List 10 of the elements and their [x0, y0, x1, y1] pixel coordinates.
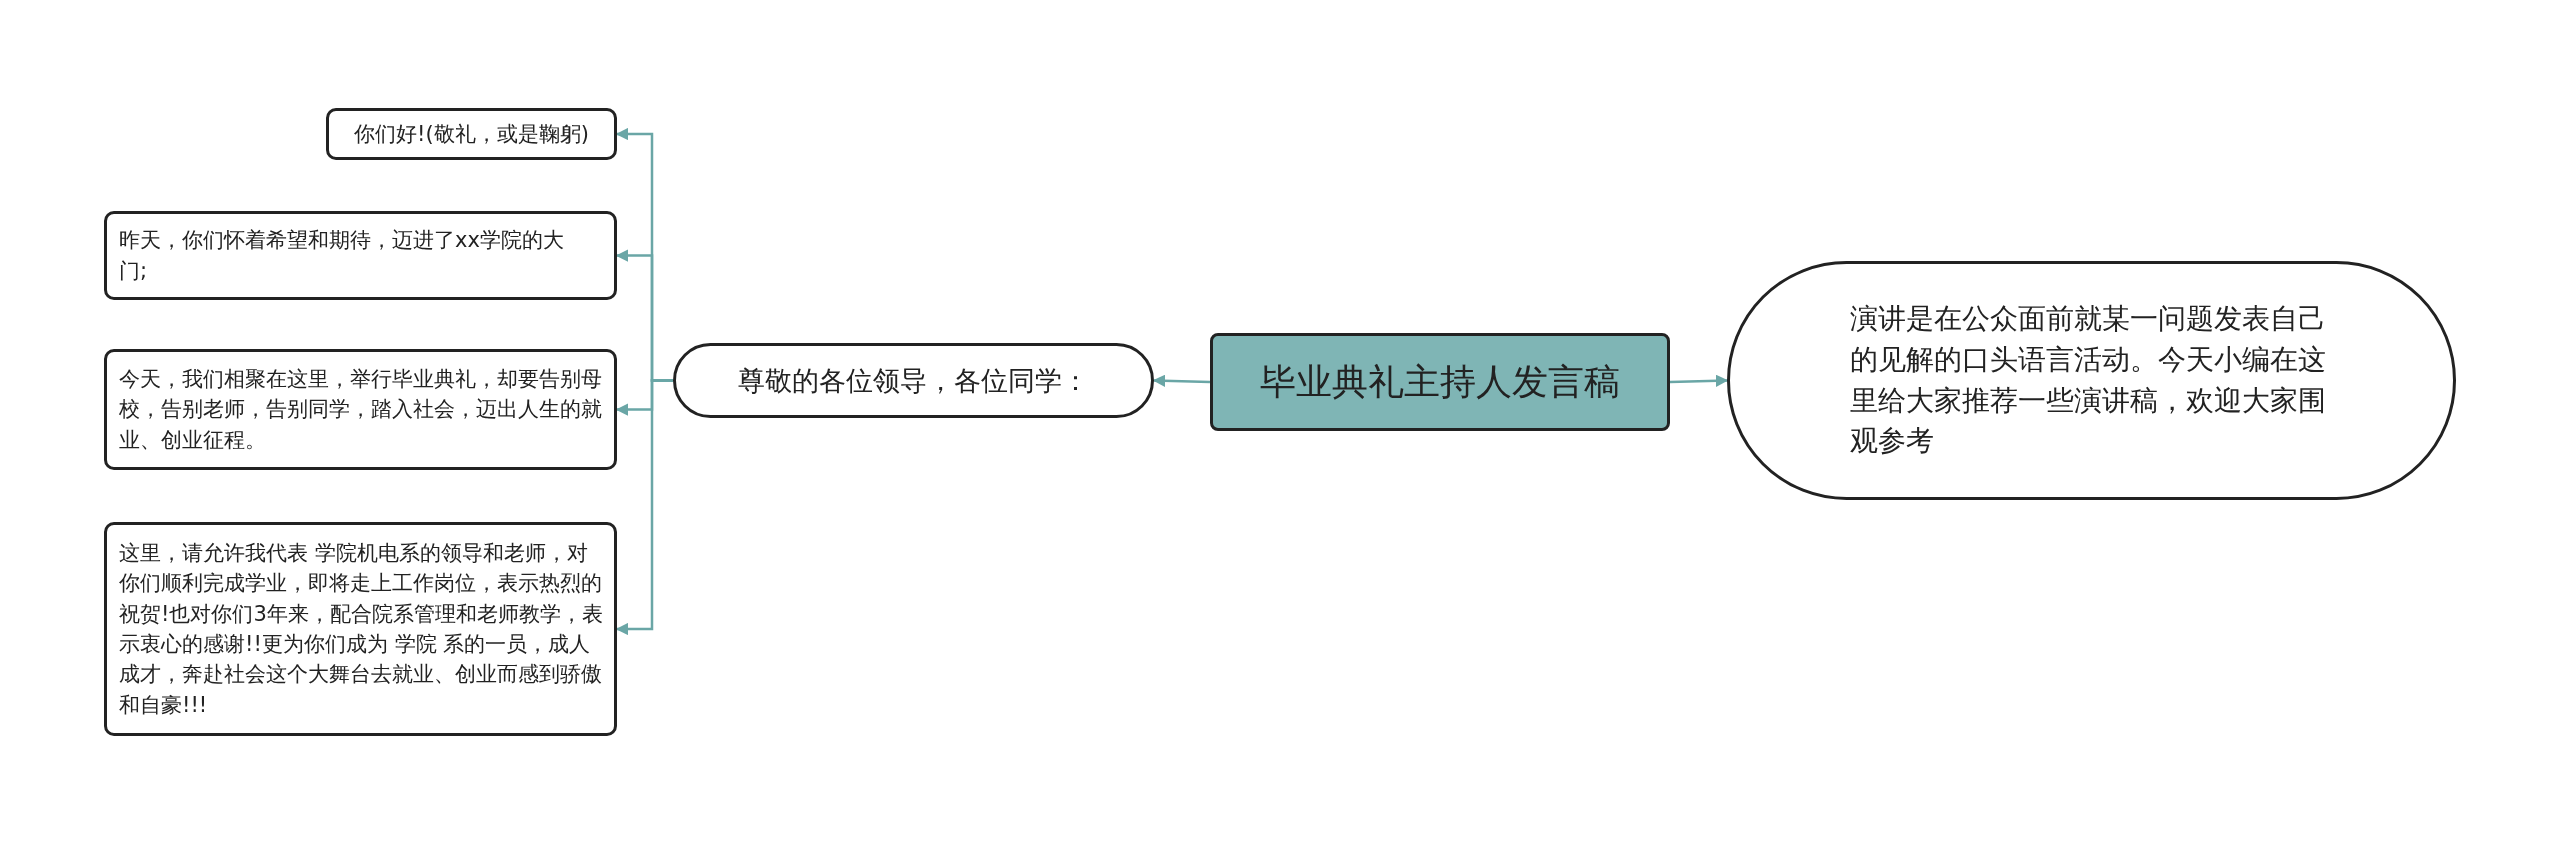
description-box: 演讲是在公众面前就某一问题发表自己的见解的口头语言活动。今天小编在这里给大家推荐一些演讲稿，欢迎大家围观参考	[1727, 261, 2456, 500]
greeting-box: 尊敬的各位领导，各位同学：	[673, 343, 1154, 418]
arrow	[1669, 374, 1729, 388]
arrow	[615, 379, 673, 636]
topic-box: 你们好!(敬礼，或是鞠躬)	[326, 108, 617, 160]
topic-box: 今天，我们相聚在这里，举行毕业典礼，却要告别母校，告别老师，告别同学，踏入社会，迈出人生的就业、创业征程。	[104, 349, 617, 470]
topic-box: 这里，请允许我代表 学院机电系的领导和老师，对你们顺利完成学业，即将走上工作岗位，表示热烈的祝贺!也对你们3年来，配合院系管理和老师教学，表示衷心的感谢!!更为你们成为 学院 系的一员，成人成才，奔赴社会这个大舞台去就业、创业而感到骄傲和自豪!!!	[104, 522, 617, 736]
topic-box: 昨天，你们怀着希望和期待，迈进了xx学院的大门;	[104, 211, 617, 300]
arrow	[1152, 374, 1211, 388]
title-box: 毕业典礼主持人发言稿	[1210, 333, 1670, 431]
